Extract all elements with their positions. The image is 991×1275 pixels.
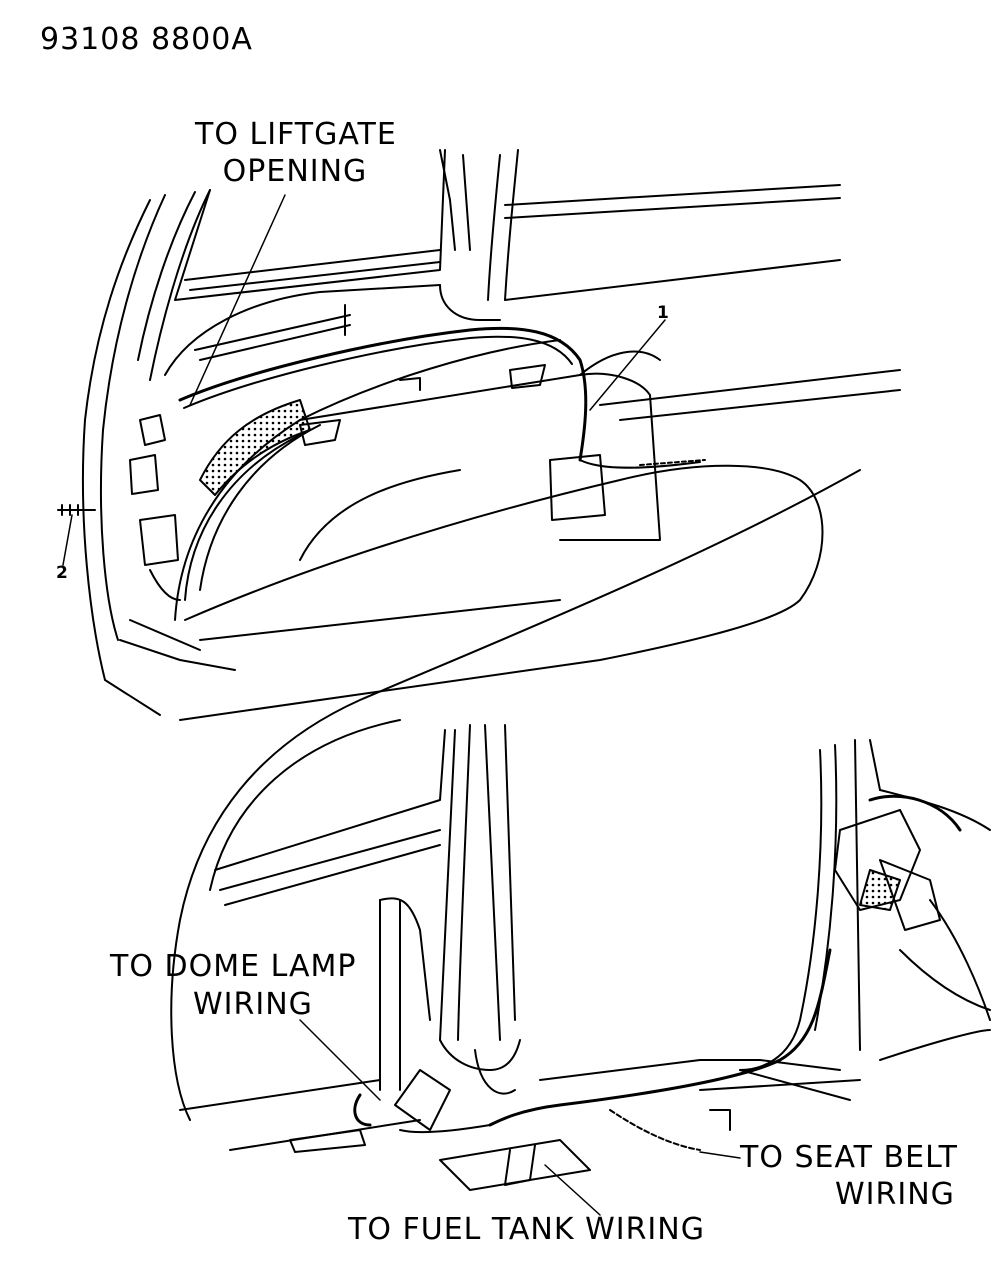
diagram-id: 93108 8800A bbox=[40, 22, 253, 57]
seat-belt-label-line2: WIRING bbox=[835, 1177, 955, 1212]
seat-belt-label-line1: TO SEAT BELT bbox=[740, 1140, 958, 1175]
side-door-view bbox=[170, 469, 991, 1216]
liftgate-label-line1: TO LIFTGATE bbox=[195, 117, 397, 152]
dome-lamp-label-line2: WIRING bbox=[193, 987, 313, 1022]
rear-quarter-view bbox=[57, 149, 901, 721]
liftgate-label-line2: OPENING bbox=[222, 154, 368, 189]
dome-lamp-label-line1: TO DOME LAMP bbox=[110, 949, 357, 984]
callout-2: 2 bbox=[56, 563, 68, 583]
fuel-tank-label: TO FUEL TANK WIRING bbox=[348, 1212, 705, 1247]
callout-1: 1 bbox=[657, 303, 669, 323]
